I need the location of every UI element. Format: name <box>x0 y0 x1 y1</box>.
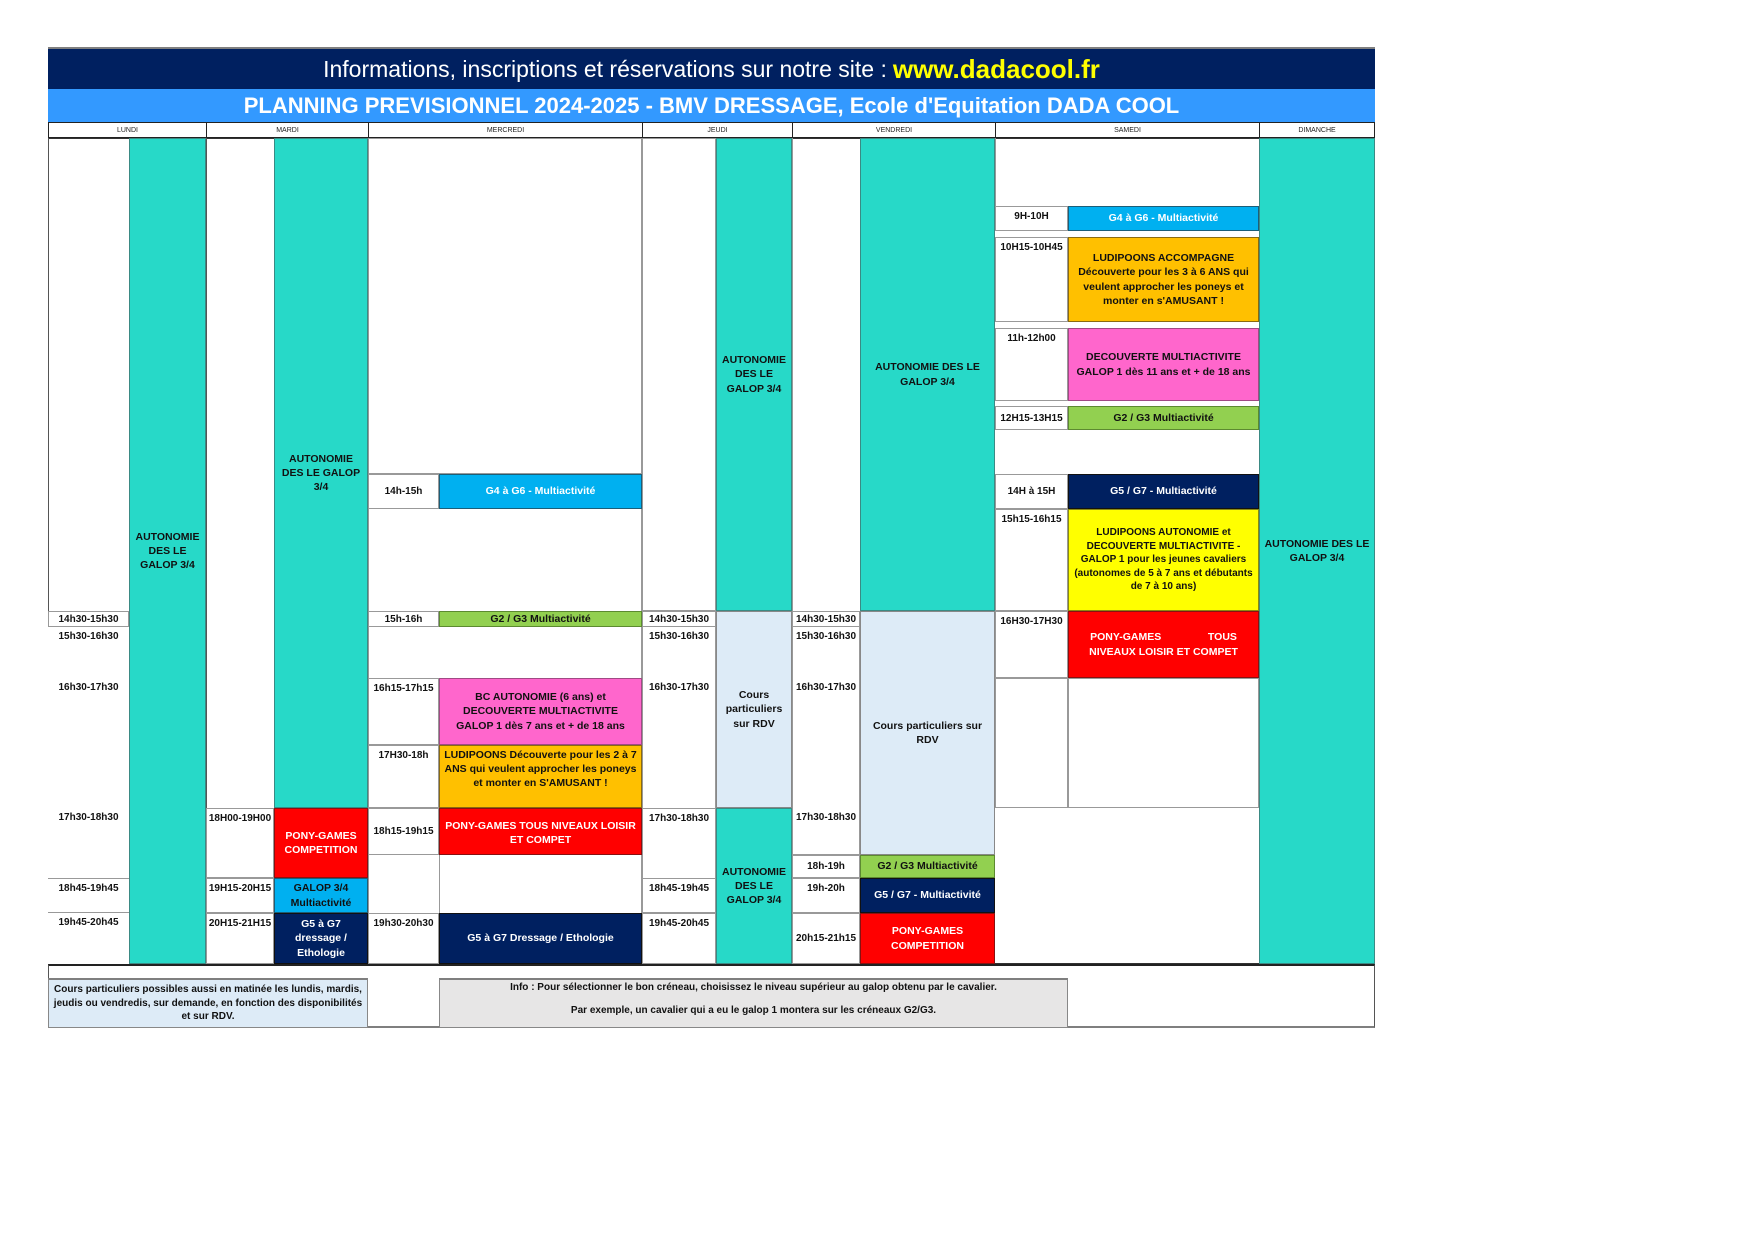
jeudi-autonomie-top[interactable]: AUTONOMIE DES LE GALOP 3/4 <box>716 138 792 611</box>
mardi-slot-pony-games[interactable]: PONY-GAMES COMPETITION <box>274 808 368 878</box>
divider <box>439 855 440 913</box>
vendredi-time-1: 14h30-15h30 <box>792 611 860 627</box>
samedi-slot-g2g3[interactable]: G2 / G3 Multiactivité <box>1068 406 1259 430</box>
footer-note-private-lessons: Cours particuliers possibles aussi en ma… <box>48 978 368 1028</box>
jeudi-time-1: 14h30-15h30 <box>642 611 716 627</box>
samedi-time-6: 15h15-16h15 <box>995 509 1068 611</box>
samedi-slot-ludipoons-autonomie[interactable]: LUDIPOONS AUTONOMIE et DECOUVERTE MULTIA… <box>1068 509 1259 611</box>
jeudi-cours-particuliers[interactable]: Cours particuliers sur RDV <box>716 611 792 808</box>
vendredi-time-6: 19h-20h <box>792 878 860 913</box>
mardi-time-3: 20H15-21H15 <box>206 913 274 964</box>
day-header-mercredi: MERCREDI <box>368 122 642 138</box>
samedi-time-3: 11h-12h00 <box>995 328 1068 401</box>
samedi-time-5: 14H à 15H <box>995 474 1068 509</box>
footer-info-line-1: Info : Pour sélectionner le bon créneau,… <box>510 982 997 993</box>
mercredi-time-5: 18h15-19h15 <box>368 808 439 855</box>
mercredi-empty-gap-3 <box>368 855 642 913</box>
day-header-jeudi: JEUDI <box>642 122 792 138</box>
day-header-vendredi: VENDREDI <box>792 122 995 138</box>
page-title: PLANNING PREVISIONNEL 2024-2025 - BMV DR… <box>48 89 1375 122</box>
jeudi-time-4: 17h30-18h30 <box>642 808 716 878</box>
samedi-time-2: 10H15-10H45 <box>995 237 1068 322</box>
lundi-time-2: 15h30-16h30 <box>48 627 129 678</box>
mercredi-slot-g4g6[interactable]: G4 à G6 - Multiactivité <box>439 474 642 509</box>
lundi-time-3: 16h30-17h30 <box>48 678 129 808</box>
info-text: Informations, inscriptions et réservatio… <box>323 55 887 82</box>
samedi-slot-g5g7[interactable]: G5 / G7 - Multiactivité <box>1068 474 1259 509</box>
mardi-time-1: 18H00-19H00 <box>206 808 274 878</box>
mercredi-empty-gap-2 <box>368 627 642 678</box>
vendredi-slot-pony-games[interactable]: PONY-GAMES COMPETITION <box>860 913 995 964</box>
jeudi-empty-morning <box>642 138 716 611</box>
vendredi-slot-g5g7[interactable]: G5 / G7 - Multiactivité <box>860 878 995 913</box>
vendredi-cours-particuliers[interactable]: Cours particuliers sur RDV <box>860 611 995 855</box>
lundi-empty-morning <box>48 138 129 611</box>
jeudi-time-3: 16h30-17h30 <box>642 678 716 808</box>
mercredi-slot-bc-autonomie[interactable]: BC AUTONOMIE (6 ans) et DECOUVERTE MULTI… <box>439 678 642 745</box>
samedi-time-4: 12H15-13H15 <box>995 406 1068 430</box>
jeudi-time-6: 19h45-20h45 <box>642 913 716 964</box>
day-header-lundi: LUNDI <box>48 122 206 138</box>
mercredi-time-4: 17H30-18h <box>368 745 439 808</box>
vendredi-time-3: 16h30-17h30 <box>792 678 860 808</box>
samedi-slot-pony-games[interactable]: PONY-GAMES TOUS NIVEAUX LOISIR ET COMPET <box>1068 611 1259 678</box>
mercredi-time-1: 14h-15h <box>368 474 439 509</box>
samedi-empty-slot <box>1068 678 1259 808</box>
samedi-time-1: 9H-10H <box>995 206 1068 231</box>
footer-info-box: Info : Pour sélectionner le bon créneau,… <box>439 978 1068 1028</box>
lundi-time-5: 18h45-19h45 <box>48 878 129 913</box>
samedi-empty-time <box>995 678 1068 808</box>
jeudi-time-5: 18h45-19h45 <box>642 878 716 913</box>
samedi-slot-g4g6[interactable]: G4 à G6 - Multiactivité <box>1068 206 1259 231</box>
mercredi-time-6: 19h30-20h30 <box>368 913 439 964</box>
mercredi-time-3: 16h15-17h15 <box>368 678 439 745</box>
samedi-slot-decouverte[interactable]: DECOUVERTE MULTIACTIVITE GALOP 1 dès 11 … <box>1068 328 1259 401</box>
day-header-samedi: SAMEDI <box>995 122 1259 138</box>
website-link[interactable]: www.dadacool.fr <box>892 53 1100 84</box>
samedi-time-7: 16H30-17H30 <box>995 611 1068 678</box>
lundi-time-6: 19h45-20h45 <box>48 913 129 964</box>
mardi-slot-dressage[interactable]: G5 à G7 dressage / Ethologie <box>274 913 368 964</box>
samedi-slot-ludipoons-accompagne[interactable]: LUDIPOONS ACCOMPAGNE Découverte pour les… <box>1068 237 1259 322</box>
mercredi-empty-morning <box>368 138 642 474</box>
mercredi-slot-g2g3[interactable]: G2 / G3 Multiactivité <box>439 611 642 627</box>
day-header-dimanche: DIMANCHE <box>1259 122 1375 138</box>
lundi-autonomie-block[interactable]: AUTONOMIE DES LE GALOP 3/4 <box>129 138 206 964</box>
mercredi-time-2: 15h-16h <box>368 611 439 627</box>
vendredi-time-7: 20h15-21h15 <box>792 913 860 964</box>
mercredi-slot-dressage[interactable]: G5 à G7 Dressage / Ethologie <box>439 913 642 964</box>
vendredi-time-4: 17h30-18h30 <box>792 808 860 855</box>
vendredi-time-2: 15h30-16h30 <box>792 627 860 678</box>
mardi-autonomie-block[interactable]: AUTONOMIE DES LE GALOP 3/4 <box>274 138 368 808</box>
day-header-mardi: MARDI <box>206 122 368 138</box>
vendredi-time-5: 18h-19h <box>792 855 860 878</box>
jeudi-time-2: 15h30-16h30 <box>642 627 716 678</box>
samedi-empty-top <box>995 138 1259 206</box>
vendredi-slot-g2g3[interactable]: G2 / G3 Multiactivité <box>860 855 995 878</box>
vendredi-autonomie-block[interactable]: AUTONOMIE DES LE GALOP 3/4 <box>860 138 995 611</box>
mercredi-empty-gap <box>368 509 642 611</box>
mardi-empty <box>206 138 274 808</box>
dimanche-autonomie-block[interactable]: AUTONOMIE DES LE GALOP 3/4 <box>1259 138 1375 964</box>
mardi-time-2: 19H15-20H15 <box>206 878 274 913</box>
lundi-time-1: 14h30-15h30 <box>48 611 129 627</box>
vendredi-empty-morning <box>792 138 860 611</box>
mercredi-slot-ludipoons[interactable]: LUDIPOONS Découverte pour les 2 à 7 ANS … <box>439 745 642 808</box>
jeudi-autonomie-bottom[interactable]: AUTONOMIE DES LE GALOP 3/4 <box>716 808 792 964</box>
mercredi-slot-pony-games[interactable]: PONY-GAMES TOUS NIVEAUX LOISIR ET COMPET <box>439 808 642 855</box>
info-banner: Informations, inscriptions et réservatio… <box>48 47 1375 89</box>
lundi-time-4: 17h30-18h30 <box>48 808 129 878</box>
mardi-slot-galop34[interactable]: GALOP 3/4 Multiactivité <box>274 878 368 913</box>
footer-info-line-2: Par exemple, un cavalier qui a eu le gal… <box>570 1005 937 1016</box>
